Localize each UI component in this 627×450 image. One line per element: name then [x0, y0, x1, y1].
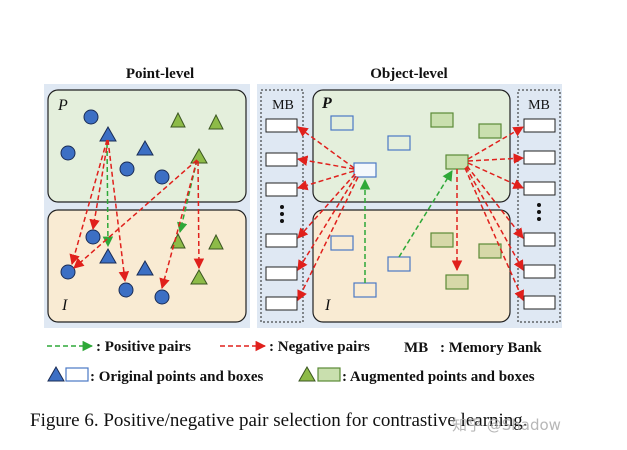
memory-slot: [523, 181, 556, 196]
green-triangle: [170, 111, 186, 128]
mb-key-label: MB: [404, 340, 428, 356]
augmented-box: [478, 243, 502, 259]
original-box-legend-icon: [65, 367, 89, 382]
positive-arrow: [398, 170, 453, 258]
blue-point: [83, 109, 99, 125]
memory-bank-label-right: MB: [528, 98, 550, 113]
blue-point: [119, 161, 135, 177]
memory-bank-label-left: MB: [272, 98, 294, 113]
blue-triangle: [99, 247, 117, 264]
original-box: [353, 162, 377, 178]
watermark: 知乎 @Shadow: [452, 416, 561, 434]
legend: : Positive pairs : Negative pairs MB : M…: [47, 339, 542, 385]
blue-triangle: [136, 259, 154, 276]
ellipsis-dot: [537, 203, 541, 207]
augmented-box: [445, 274, 469, 290]
negative-arrow: [297, 175, 357, 271]
negative-arrow: [193, 160, 205, 270]
negative-arrow: [467, 126, 524, 160]
green-triangle: [208, 113, 224, 130]
blue-triangle-legend-icon: [47, 365, 65, 382]
point-level-panel: P I: [44, 84, 250, 328]
ellipsis-dot: [537, 210, 541, 214]
memory-slot: [265, 233, 298, 248]
memory-bank-right: [517, 89, 561, 323]
object-level-panel: MB MB P I: [257, 84, 562, 328]
negative-arrow: [69, 139, 108, 266]
memory-slot: [523, 295, 556, 310]
augmented-box: [430, 112, 454, 128]
negative-arrow: [465, 166, 524, 271]
ellipsis-dot: [280, 205, 284, 209]
augmented-box: [478, 123, 502, 139]
blue-point: [60, 264, 76, 280]
negative-arrow: [297, 126, 355, 169]
augmented-box: [430, 232, 454, 248]
negative-arrow: [467, 153, 525, 164]
positive-pairs-label: : Positive pairs: [96, 339, 191, 355]
green-triangle-legend-icon: [298, 365, 316, 382]
image-label: I: [324, 297, 331, 314]
memory-slot: [265, 182, 298, 197]
negative-arrow: [466, 165, 524, 239]
figure-caption: Figure 6. Positive/negative pair selecti…: [30, 410, 528, 431]
green-triangle: [190, 147, 208, 164]
blue-point: [85, 229, 101, 245]
negative-arrow: [296, 170, 355, 191]
memory-bank-left: [260, 89, 304, 323]
point-cloud-region: [312, 89, 511, 203]
negative-pairs-label: : Negative pairs: [269, 339, 370, 355]
image-label: I: [61, 297, 68, 314]
memory-slot: [523, 232, 556, 247]
negative-arrow: [73, 159, 198, 269]
green-triangle: [190, 268, 208, 285]
negative-arrow: [297, 173, 356, 239]
memory-bank-description: : Memory Bank: [440, 340, 542, 356]
point-cloud-label: P: [57, 97, 68, 114]
image-region: [312, 209, 511, 323]
green-triangle: [208, 233, 224, 250]
negative-arrow: [296, 155, 355, 170]
memory-slot: [265, 296, 298, 311]
blue-point: [60, 145, 76, 161]
ellipsis-dot: [280, 212, 284, 216]
negative-arrow: [467, 162, 524, 189]
memory-slot: [265, 152, 298, 167]
contrastive-figure: Point-level Object-level P I: [44, 66, 562, 385]
negative-arrow: [464, 167, 525, 301]
memory-slot: [523, 264, 556, 279]
ellipsis-dot: [280, 219, 284, 223]
object-level-title: Object-level: [370, 66, 447, 82]
point-level-title: Point-level: [126, 66, 194, 82]
positive-arrow: [102, 142, 114, 248]
original-box: [330, 115, 354, 131]
negative-arrow: [159, 159, 198, 290]
memory-slot: [523, 118, 556, 133]
augmented-points-boxes-label: : Augmented points and boxes: [342, 369, 535, 385]
original-points-boxes-label: : Original points and boxes: [90, 369, 264, 385]
memory-slot: [265, 266, 298, 281]
blue-point: [154, 169, 170, 185]
negative-arrow: [297, 176, 359, 301]
negative-arrow: [89, 139, 109, 231]
memory-slot: [265, 118, 298, 133]
blue-triangle: [136, 139, 154, 156]
blue-point: [154, 289, 170, 305]
blue-point: [118, 282, 134, 298]
augmented-box-legend-icon: [317, 367, 341, 382]
original-box: [387, 135, 411, 151]
memory-slot: [523, 150, 556, 165]
point-cloud-label: P: [321, 95, 332, 112]
augmented-box: [445, 154, 469, 170]
original-box: [330, 235, 354, 251]
ellipsis-dot: [537, 217, 541, 221]
